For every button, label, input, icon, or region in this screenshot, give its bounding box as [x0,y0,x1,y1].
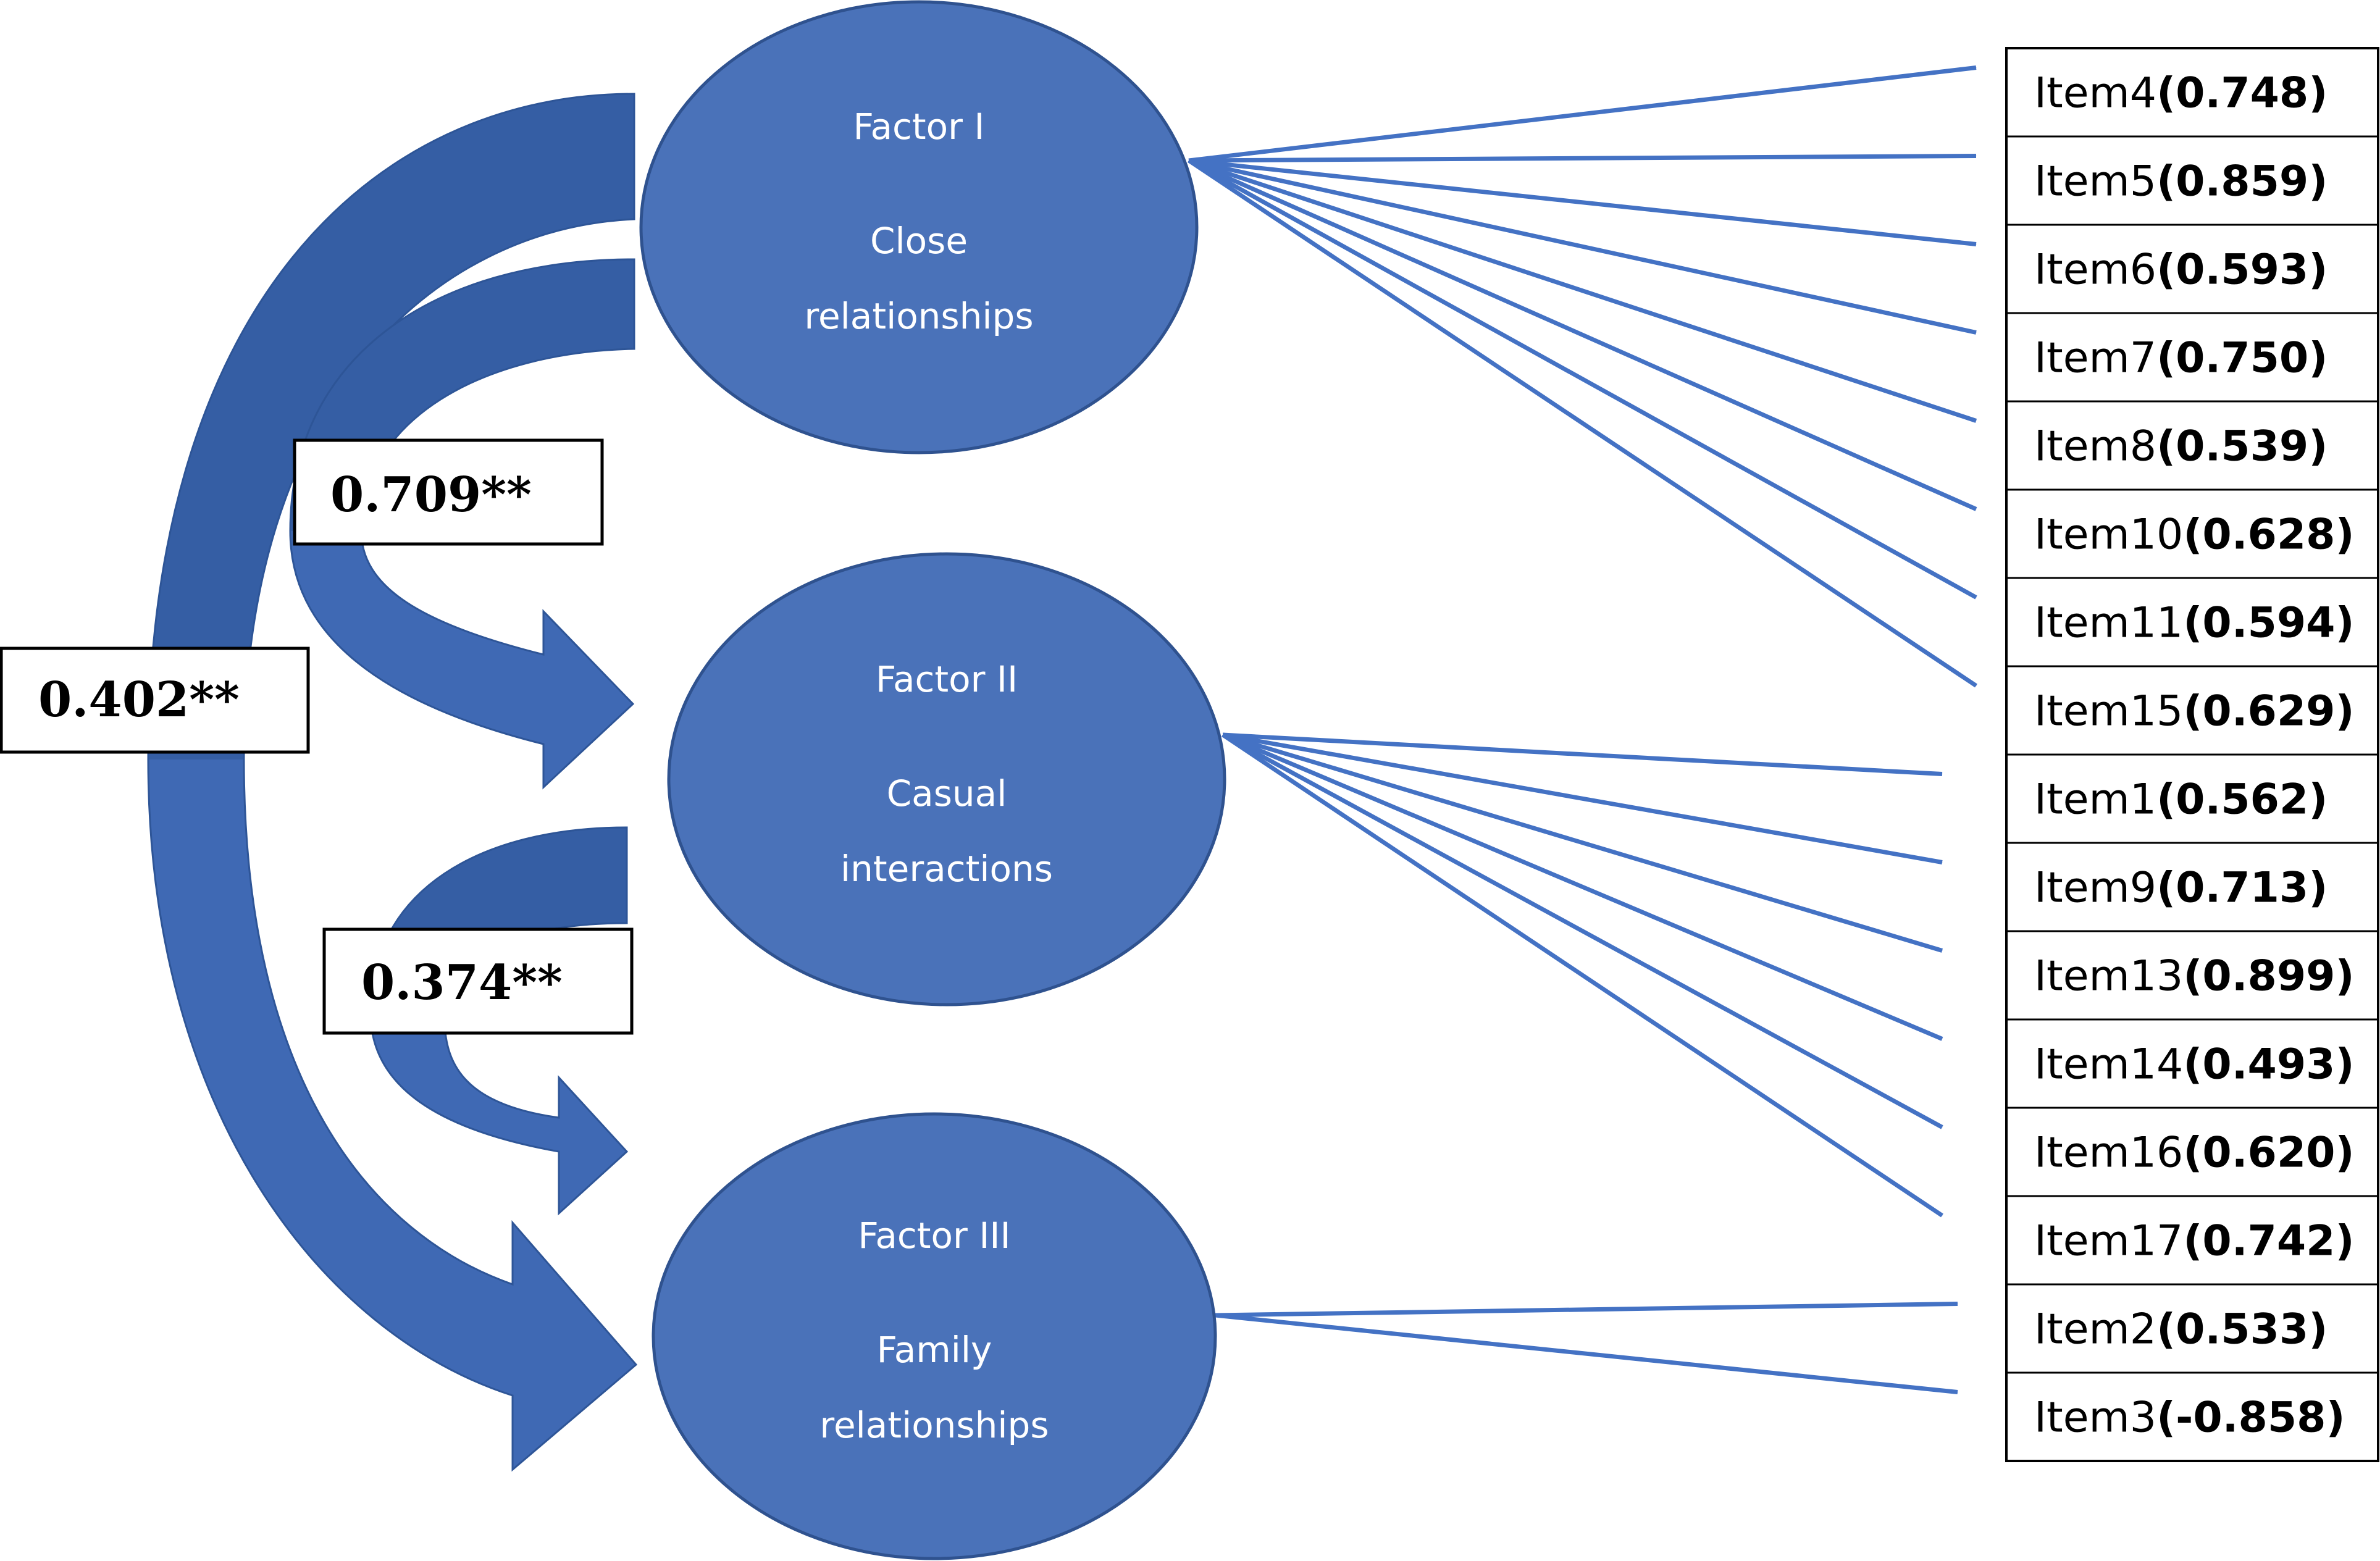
factor-node-iii: Factor III Family relationships [652,1112,1217,1560]
item-table: Item4(0.748)Item5(0.859)Item6(0.593)Item… [2005,47,2379,1462]
item-row-label: Item7(0.750) [2034,334,2328,383]
factor-title: Factor I [853,106,984,148]
factor-node-ii: Factor II Casual interactions [667,552,1226,1006]
corr-box-i-ii: 0.709** [293,438,604,546]
item-row-label: Item1(0.562) [2034,776,2328,824]
factor-node-i: Factor I Close relationships [639,0,1199,454]
item-loading: (0.899) [2183,952,2354,1001]
factor-title: Factor III [858,1215,1010,1257]
item-loading: (0.562) [2156,776,2328,824]
loading-lines [1188,65,1977,1394]
item-loading: (0.620) [2183,1129,2354,1178]
item-loading: (0.750) [2156,334,2328,383]
loading-arrow [1221,733,1943,1218]
item-loading: (0.594) [2183,599,2354,648]
item-loading: (0.713) [2156,864,2328,913]
item-row-label: Item6(0.593) [2034,246,2328,295]
item-name: Item13 [2034,952,2183,1001]
item-row-label: Item17(0.742) [2034,1217,2355,1266]
item-row-label: Item8(0.539) [2034,422,2328,471]
item-name: Item4 [2034,69,2156,118]
item-name: Item6 [2034,246,2156,295]
item-row-label: Item4(0.748) [2034,69,2328,118]
item-loading: (0.748) [2156,69,2328,118]
loading-arrow [1222,732,1943,864]
item-name: Item8 [2034,422,2156,471]
item-name: Item10 [2034,511,2183,559]
item-row-label: Item2(0.533) [2034,1305,2328,1354]
item-name: Item5 [2034,157,2156,206]
loading-arrow [1188,158,1977,423]
corr-value: 0.374** [361,955,563,1011]
loading-arrow [1188,159,1977,688]
corr-value: 0.709** [330,467,532,523]
item-loading: (-0.858) [2156,1394,2345,1442]
factor-label-line2: relationships [819,1404,1049,1446]
loading-arrow [1221,732,1943,953]
item-row-label: Item16(0.620) [2034,1129,2355,1178]
corr-box-ii-iii: 0.374** [322,927,634,1035]
item-loading: (0.593) [2156,246,2328,295]
item-name: Item14 [2034,1040,2183,1089]
loading-arrow [1222,732,1943,776]
item-name: Item3 [2034,1394,2156,1442]
loading-arrow [1188,154,1977,163]
item-row-label: Item10(0.628) [2034,511,2355,559]
item-name: Item15 [2034,687,2183,736]
item-row-label: Item14(0.493) [2034,1040,2355,1089]
item-loading: (0.629) [2183,687,2354,736]
item-name: Item16 [2034,1129,2183,1178]
item-row-label: Item15(0.629) [2034,687,2355,736]
loading-arrow [1188,158,1977,335]
factor-label-line1: Casual [887,772,1007,814]
item-name: Item2 [2034,1305,2156,1354]
factor-label-line1: Close [870,220,968,262]
item-row-label: Item3(-0.858) [2034,1394,2345,1442]
loading-arrow [1215,1313,1958,1394]
item-loading: (0.742) [2183,1217,2354,1266]
loading-arrow [1188,158,1977,511]
loading-arrow [1215,1302,1958,1318]
item-name: Item9 [2034,864,2156,913]
item-row-label: Item11(0.594) [2034,599,2355,648]
item-loading: (0.533) [2156,1305,2328,1354]
factor-label-line2: relationships [804,295,1033,337]
factor-title: Factor II [876,658,1018,700]
loading-arrow [1221,732,1943,1041]
loading-arrow [1188,65,1977,163]
factor-label-line2: interactions [840,848,1053,890]
item-loading: (0.859) [2156,157,2328,206]
factor-label-line1: Family [877,1329,992,1371]
loading-arrow [1221,732,1943,1129]
corr-box-i-iii: 0.402** [0,647,310,754]
loading-arrow [1188,158,1977,600]
item-loading: (0.539) [2156,422,2328,471]
item-row-label: Item5(0.859) [2034,157,2328,206]
item-name: Item11 [2034,599,2183,648]
item-name: Item7 [2034,334,2156,383]
item-loading: (0.628) [2183,511,2354,559]
corr-value: 0.402** [38,672,240,728]
item-row-label: Item13(0.899) [2034,952,2355,1001]
item-name: Item1 [2034,776,2156,824]
item-loading: (0.493) [2183,1040,2354,1089]
loading-arrow [1188,158,1977,246]
item-row-label: Item9(0.713) [2034,864,2328,913]
item-name: Item17 [2034,1217,2183,1266]
